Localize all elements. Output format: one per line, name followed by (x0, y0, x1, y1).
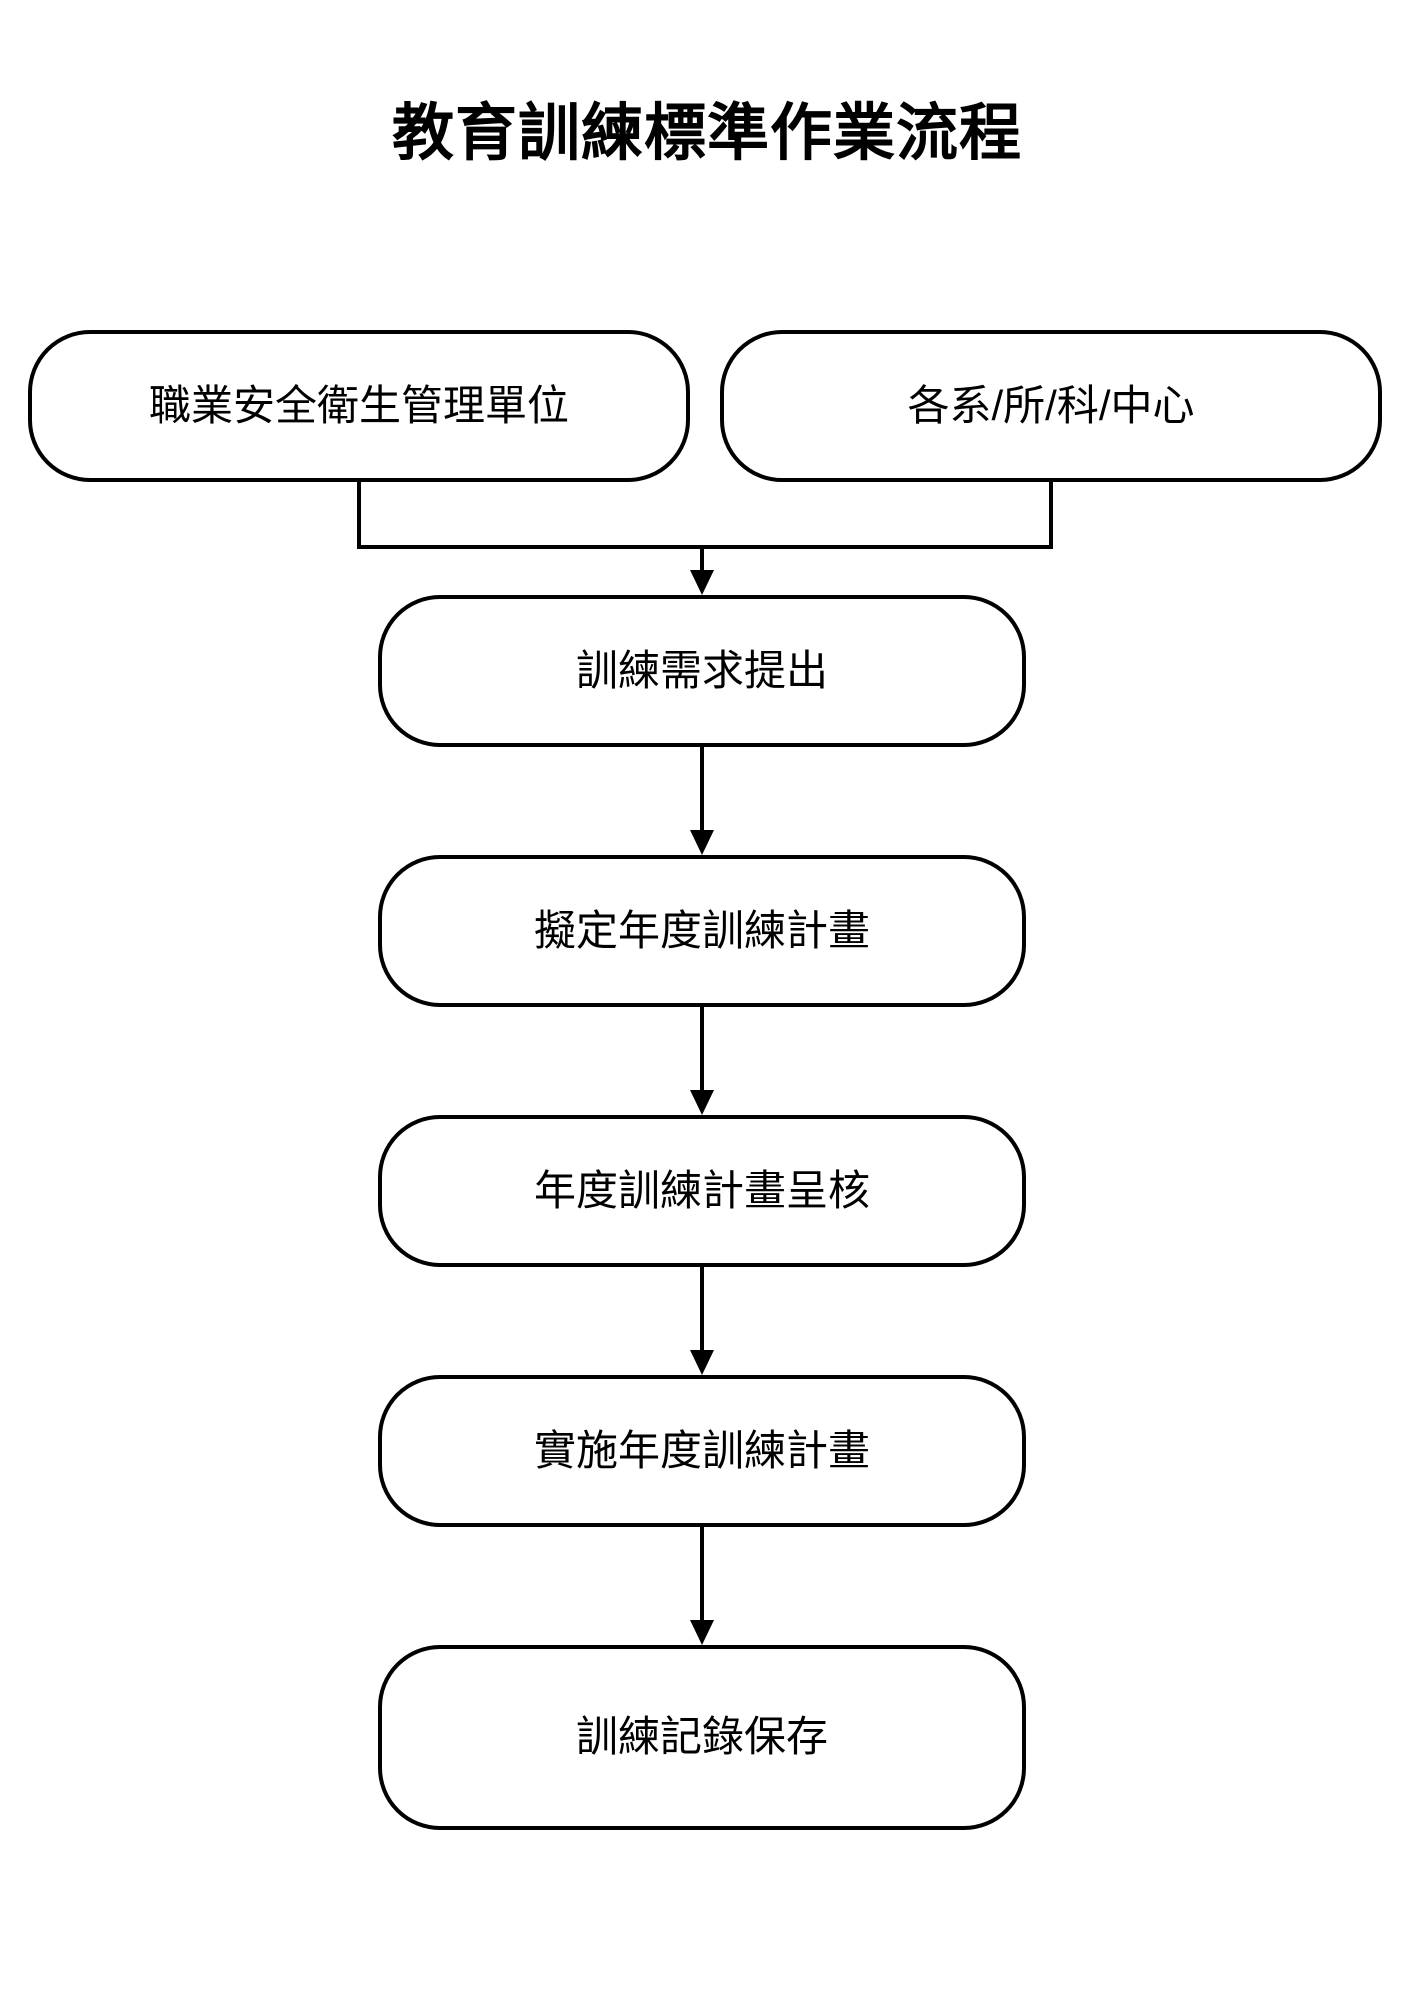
arrowhead-plan-approve (690, 1090, 714, 1115)
node-training-needs-request[interactable]: 訓練需求提出 (378, 595, 1026, 747)
node-label: 年度訓練計畫呈核 (533, 1166, 870, 1214)
arrowhead-execute-archive (690, 1620, 714, 1645)
node-draft-annual-training-plan[interactable]: 擬定年度訓練計畫 (378, 855, 1026, 1007)
node-label: 訓練記錄保存 (575, 1713, 828, 1761)
arrowhead-request-plan (690, 830, 714, 855)
node-occupational-safety-unit[interactable]: 職業安全衛生管理單位 (28, 330, 690, 482)
node-departments-institutes-centers[interactable]: 各系/所/科/中心 (720, 330, 1382, 482)
page-title: 教育訓練標準作業流程 (391, 99, 1022, 168)
node-label: 擬定年度訓練計畫 (533, 906, 870, 954)
node-retain-training-records[interactable]: 訓練記錄保存 (378, 1645, 1026, 1830)
arrowhead-merge (690, 570, 714, 595)
node-label: 職業安全衛生管理單位 (148, 381, 569, 429)
edge-dept-to-request (357, 482, 702, 549)
node-label: 實施年度訓練計畫 (533, 1426, 870, 1474)
node-label: 訓練需求提出 (575, 646, 828, 694)
node-implement-annual-training-plan[interactable]: 實施年度訓練計畫 (378, 1375, 1026, 1527)
arrowhead-approve-execute (690, 1350, 714, 1375)
edge-units-to-request (702, 482, 1053, 549)
node-submit-annual-plan-for-approval[interactable]: 年度訓練計畫呈核 (378, 1115, 1026, 1267)
node-label: 各系/所/科/中心 (907, 381, 1195, 429)
